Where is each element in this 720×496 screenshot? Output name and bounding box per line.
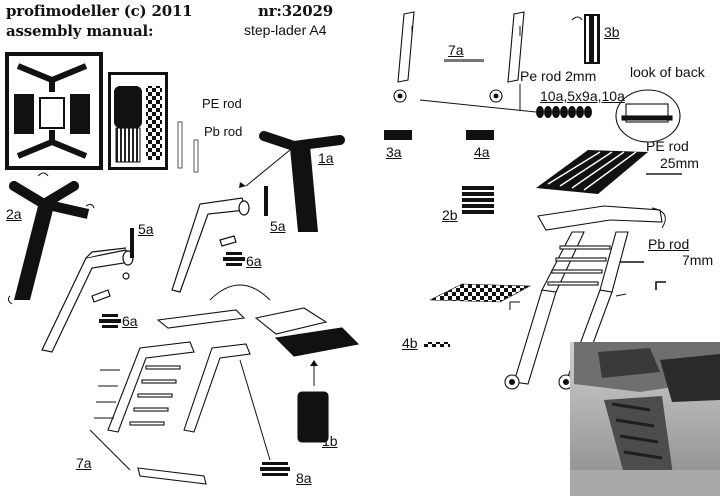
- part-label-5a-left: 5a: [138, 221, 154, 237]
- part-label-3a: 3a: [386, 144, 402, 160]
- center-ladder-frame: [171, 197, 250, 293]
- part-label-7a-bottom: 7a: [76, 455, 92, 471]
- fret-pb-rod-label: Pb rod: [204, 124, 243, 139]
- product-name: step-lader A4: [244, 22, 327, 38]
- part-2a: [9, 181, 90, 300]
- washer-stack: [536, 106, 592, 118]
- lower-ladder: [107, 341, 251, 485]
- product-number: nr:32029: [258, 2, 333, 20]
- look-of-back-detail: [615, 89, 681, 143]
- etched-fret-sheet: [5, 52, 199, 173]
- part-label-1a: 1a: [318, 150, 334, 166]
- part-4b-plate: [429, 283, 532, 303]
- part-label-5a-right: 5a: [270, 218, 286, 234]
- note-pb-rod-7mm-line2: 7mm: [682, 252, 714, 268]
- note-pe-rod-25mm-line1: PE rod: [646, 138, 689, 154]
- note-pe-rod-2mm: Pe rod 2mm: [520, 68, 597, 84]
- note-washers: 10a,5x9a,10a: [540, 88, 625, 104]
- part-label-1b: 1b: [322, 433, 338, 449]
- part-label-4a: 4a: [474, 144, 490, 160]
- part-label-7a-top: 7a: [448, 42, 464, 58]
- part-label-8a: 8a: [296, 470, 312, 486]
- manual-title: assembly manual:: [6, 22, 154, 40]
- fret-pe-rod-label: PE rod: [202, 96, 242, 111]
- part-1a: [259, 131, 345, 232]
- note-pe-rod-25mm-line2: 25mm: [660, 155, 699, 171]
- part-label-6a-left: 6a: [122, 313, 138, 329]
- part-label-2b: 2b: [442, 207, 458, 223]
- platform-parts: [156, 307, 360, 443]
- left-ladder-frame: [41, 247, 134, 353]
- fret-round-parts: [70, 97, 86, 123]
- reference-photo: [570, 342, 720, 496]
- note-pb-rod-7mm-line1: Pb rod: [648, 236, 690, 252]
- part-label-6a-right: 6a: [246, 253, 262, 269]
- brand-title: profimodeller (c) 2011: [6, 2, 193, 20]
- part-label-3b: 3b: [604, 24, 620, 40]
- part-label-4b: 4b: [402, 335, 418, 351]
- part-label-2a: 2a: [6, 206, 22, 222]
- note-look-of-back: look of back: [630, 64, 705, 80]
